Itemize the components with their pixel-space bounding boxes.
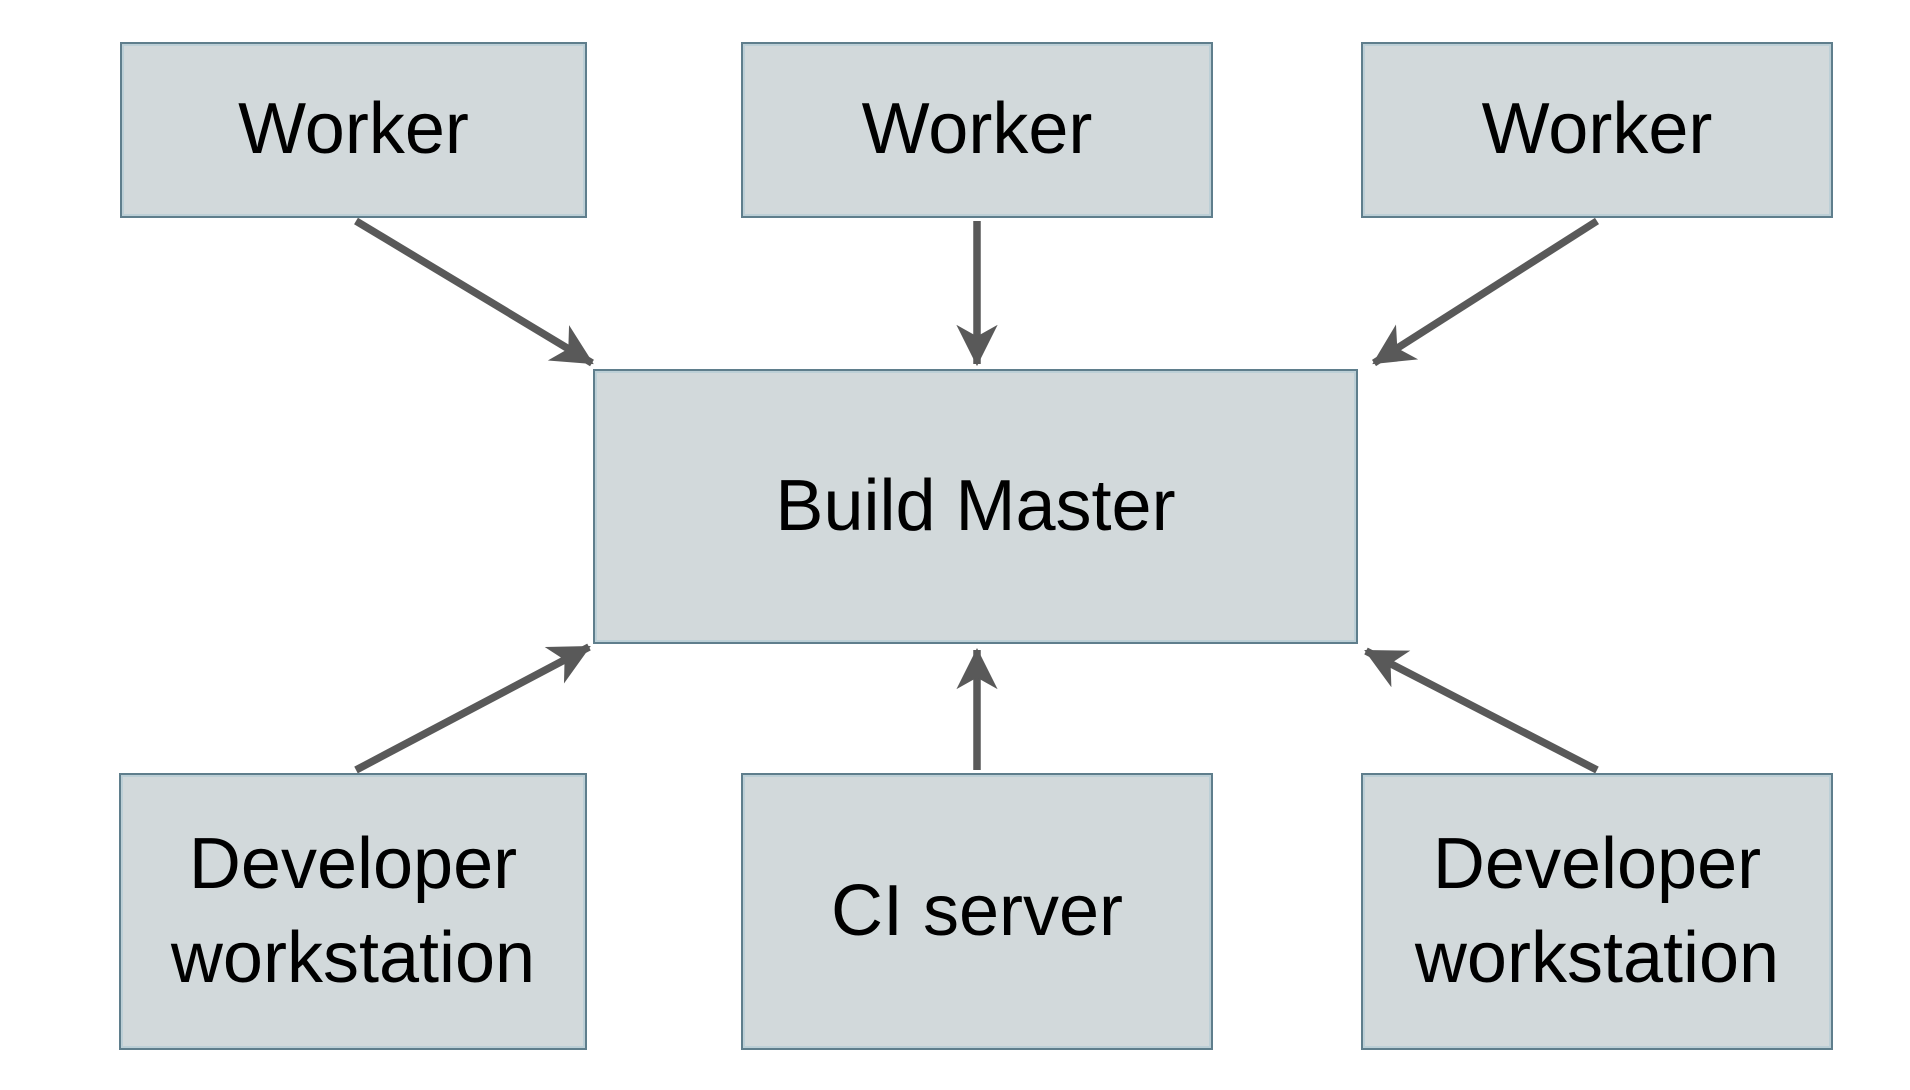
node-developer-workstation-1-label: Developer workstation	[170, 823, 536, 998]
node-developer-workstation-2: Developer workstation	[1361, 773, 1833, 1050]
node-worker-3-label: Worker	[1481, 89, 1713, 170]
arrow-worker-1-to-build-master	[354, 217, 594, 367]
arrow-developer-workstation-2-to-build-master	[1364, 647, 1599, 774]
node-build-master: Build Master	[593, 369, 1358, 644]
node-worker-2-label: Worker	[861, 89, 1093, 170]
node-ci-server-label: CI server	[830, 870, 1124, 951]
node-worker-2: Worker	[741, 42, 1213, 218]
arrow-developer-workstation-1-to-build-master	[354, 643, 591, 774]
node-worker-1-label: Worker	[238, 89, 469, 170]
arrow-worker-3-to-build-master	[1371, 217, 1600, 367]
node-developer-workstation-1: Developer workstation	[119, 773, 587, 1050]
node-worker-3: Worker	[1361, 42, 1833, 218]
node-developer-workstation-2-label: Developer workstation	[1414, 823, 1780, 998]
node-ci-server: CI server	[741, 773, 1213, 1050]
node-build-master-label: Build Master	[775, 465, 1176, 546]
node-worker-1: Worker	[120, 42, 587, 218]
